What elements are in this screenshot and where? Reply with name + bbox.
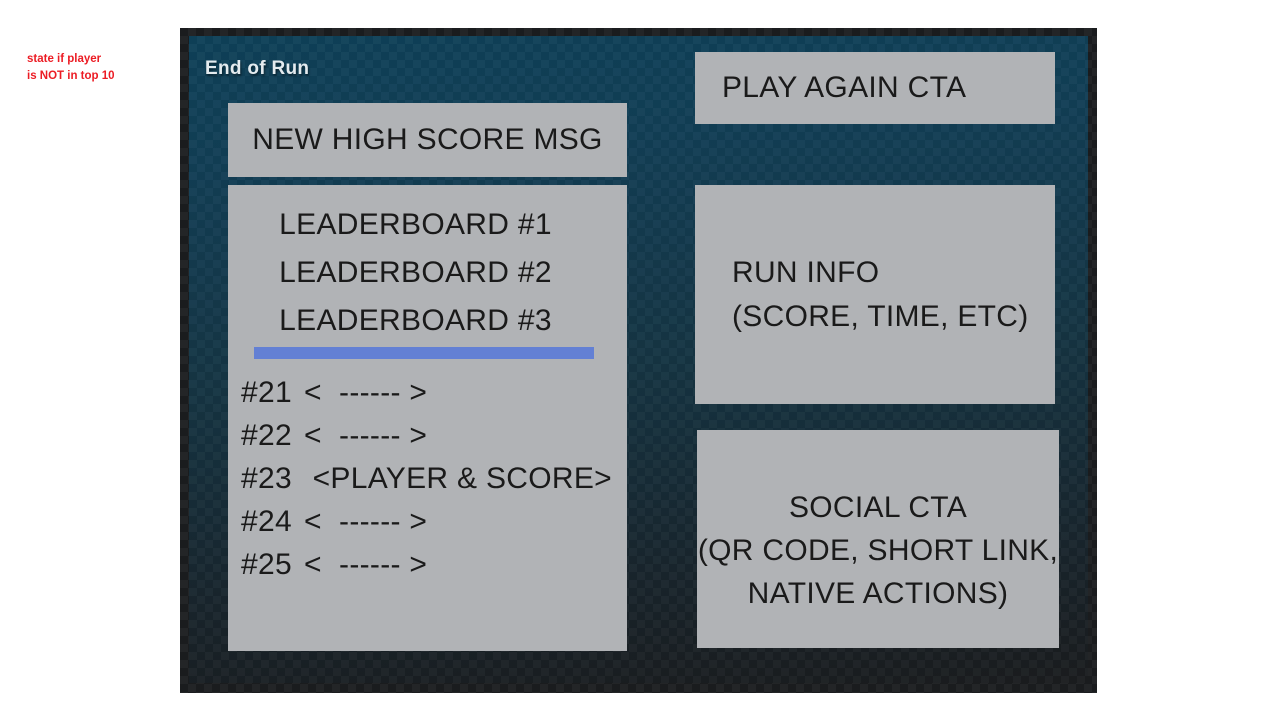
- leaderboard-entry-1: LEADERBOARD #1: [279, 208, 552, 241]
- rank-value: < ------ >: [303, 505, 428, 538]
- leaderboard-divider-bar: [254, 347, 594, 359]
- annotation-line-2: is NOT in top 10: [27, 70, 115, 82]
- rank-label: #23: [241, 462, 292, 495]
- leaderboard-row-21: #21 < ------ >: [241, 371, 627, 414]
- leaderboard-row-23-player: #23 <PLAYER & SCORE>: [241, 457, 627, 500]
- leaderboard-box: LEADERBOARD #1 LEADERBOARD #2 LEADERBOAR…: [228, 185, 627, 651]
- leaderboard-entry-3: LEADERBOARD #3: [279, 304, 552, 337]
- rank-value: < ------ >: [303, 419, 428, 452]
- leaderboard-entry-2: LEADERBOARD #2: [279, 256, 552, 289]
- annotation-line-1: state if player: [27, 53, 102, 65]
- social-cta-button[interactable]: SOCIAL CTA (QR CODE, SHORT LINK, NATIVE …: [697, 430, 1059, 648]
- run-info-line-1: RUN INFO: [732, 255, 880, 289]
- rank-value: < ------ >: [303, 376, 428, 409]
- rank-value: <PLAYER & SCORE>: [303, 462, 612, 495]
- new-high-score-label: NEW HIGH SCORE MSG: [252, 123, 603, 156]
- social-cta-line-1: SOCIAL CTA: [788, 491, 968, 524]
- social-cta-line-2: (QR CODE, SHORT LINK,: [697, 534, 1059, 567]
- social-cta-line-3: NATIVE ACTIONS): [747, 577, 1009, 610]
- play-again-label: PLAY AGAIN CTA: [722, 71, 967, 104]
- annotation-note: state if player is NOT in top 10: [27, 51, 157, 85]
- run-info-box: RUN INFO (SCORE, TIME, ETC): [695, 185, 1055, 404]
- rank-label: #21: [241, 376, 292, 409]
- leaderboard-row-22: #22 < ------ >: [241, 414, 627, 457]
- new-high-score-message-box: NEW HIGH SCORE MSG: [228, 103, 627, 177]
- leaderboard-row-25: #25 < ------ >: [241, 543, 627, 586]
- rank-label: #22: [241, 419, 292, 452]
- panel-title: End of Run: [205, 58, 310, 79]
- leaderboard-row-24: #24 < ------ >: [241, 500, 627, 543]
- rank-label: #25: [241, 548, 292, 581]
- play-again-button[interactable]: PLAY AGAIN CTA: [695, 52, 1055, 124]
- rank-label: #24: [241, 505, 292, 538]
- run-info-line-2: (SCORE, TIME, ETC): [732, 299, 1029, 333]
- rank-value: < ------ >: [303, 548, 428, 581]
- end-of-run-panel: End of Run NEW HIGH SCORE MSG LEADERBOAR…: [180, 28, 1097, 693]
- leaderboard-rank-list: #21 < ------ > #22 < ------ > #23 <PLAYER …: [228, 371, 627, 586]
- leaderboard-top-entries: LEADERBOARD #1 LEADERBOARD #2 LEADERBOAR…: [228, 185, 627, 345]
